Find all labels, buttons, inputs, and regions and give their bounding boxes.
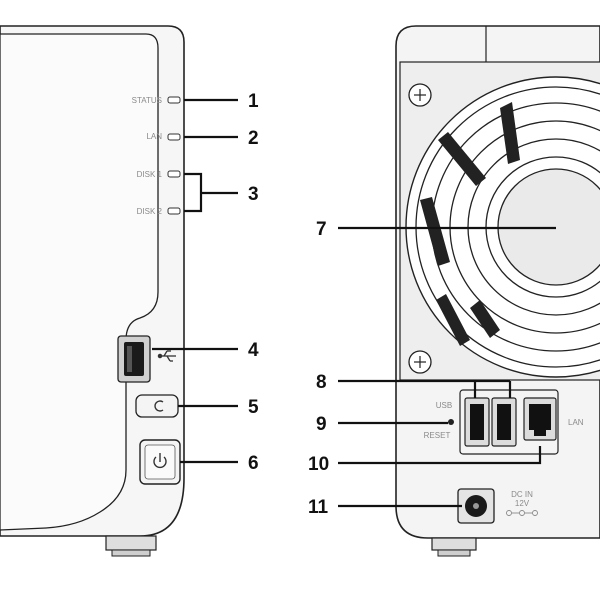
reset-button[interactable] [448, 419, 454, 425]
dc-polarity-icon [506, 510, 538, 516]
callout-9: 9 [316, 414, 327, 435]
rear-usb-port-1-opening [470, 404, 484, 440]
callout-6: 6 [248, 453, 259, 474]
callout-8: 8 [316, 372, 327, 393]
rear-foot-base [437, 549, 471, 557]
front-view: STATUS LAN DISK 1 DISK 2 [0, 25, 185, 557]
led-label-lan: LAN [146, 132, 162, 141]
led-label-disk1: DISK 1 [137, 170, 163, 179]
callout-numbers: 1 2 3 4 5 6 7 8 9 10 11 [248, 91, 329, 518]
led-label-disk2: DISK 2 [137, 207, 163, 216]
rear-reset-label: RESET [424, 431, 451, 440]
lan-led [167, 133, 181, 141]
callout-3: 3 [248, 184, 259, 205]
copy-button-icon [154, 400, 164, 412]
rear-usb-label: USB [436, 401, 452, 410]
disk2-led [167, 207, 181, 215]
callout-11: 11 [308, 497, 329, 518]
callout-10: 10 [308, 454, 329, 475]
callout-1: 1 [248, 91, 259, 112]
callout-4: 4 [248, 340, 259, 361]
dc-in-pin [473, 503, 479, 509]
power-icon [153, 453, 167, 469]
rear-callout-lines [338, 226, 556, 508]
usb-symbol-icon [157, 350, 176, 362]
front-callout-lines [152, 98, 238, 464]
disk1-led [167, 170, 181, 178]
front-foot-base [111, 549, 151, 557]
rear-view: USB RESET LAN DC IN 12V [395, 25, 600, 557]
dc-in-label: DC IN [511, 490, 533, 499]
copy-button[interactable] [135, 394, 179, 418]
rear-lan-label: LAN [568, 418, 584, 427]
status-led [167, 96, 181, 104]
ethernet-port-icon[interactable] [523, 397, 557, 441]
callout-7: 7 [316, 219, 327, 240]
led-label-status: STATUS [132, 96, 162, 105]
screw-icon-marks [414, 89, 426, 368]
front-foot [105, 535, 157, 551]
front-usb-port-tongue [127, 346, 132, 372]
dc-in-voltage-label: 12V [515, 499, 530, 508]
callout-5: 5 [248, 397, 259, 418]
rear-foot [431, 537, 477, 551]
front-cover [0, 33, 159, 531]
rear-usb-port-2-opening [497, 404, 511, 440]
callout-2: 2 [248, 128, 259, 149]
